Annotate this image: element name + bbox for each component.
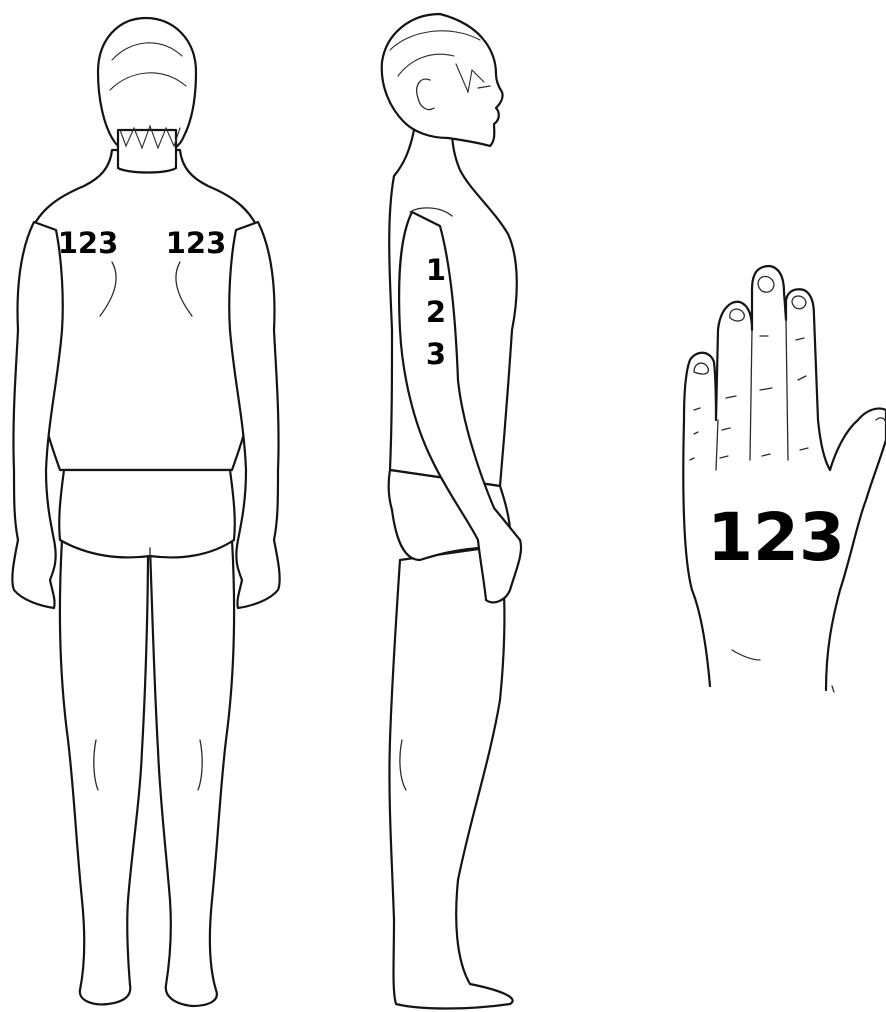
hand-back-label: 123 (707, 499, 845, 576)
back-right-leg (150, 540, 234, 1006)
side-arm-label-3: 3 (426, 337, 446, 371)
side-arm-label-2: 2 (426, 295, 446, 329)
side-view-figure (382, 14, 521, 1009)
back-view-figure (12, 18, 279, 1006)
hand-outline (683, 266, 886, 690)
back-left-leg (60, 540, 148, 1004)
back-left-shoulder-label: 123 (58, 226, 119, 260)
back-neck (118, 130, 176, 173)
side-leg (389, 546, 512, 1009)
side-arm-label-1: 1 (426, 253, 446, 287)
back-briefs (59, 470, 235, 557)
back-right-shoulder-label: 123 (166, 226, 227, 260)
hand-figure (683, 266, 886, 692)
side-head (382, 14, 503, 146)
